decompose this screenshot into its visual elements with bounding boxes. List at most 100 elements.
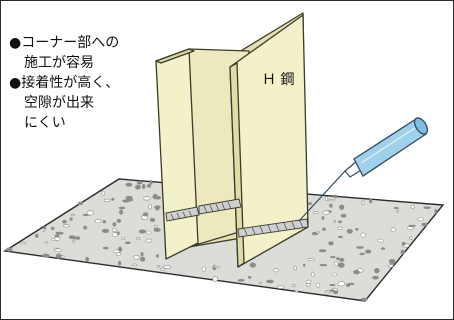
concrete-speck bbox=[359, 252, 365, 256]
concrete-speck bbox=[153, 224, 158, 228]
concrete-speck bbox=[83, 225, 88, 230]
concrete-speck bbox=[294, 289, 299, 293]
concrete-speck bbox=[62, 219, 67, 224]
concrete-speck bbox=[340, 213, 347, 218]
concrete-speck bbox=[324, 196, 329, 201]
concrete-speck bbox=[406, 226, 414, 230]
concrete-speck bbox=[390, 227, 396, 232]
concrete-speck bbox=[410, 205, 415, 209]
concrete-speck bbox=[19, 241, 27, 245]
concrete-speck bbox=[329, 283, 336, 287]
concrete-speck bbox=[409, 236, 413, 240]
concrete-speck bbox=[149, 180, 153, 185]
concrete-speck bbox=[155, 208, 160, 211]
concrete-speck bbox=[149, 217, 156, 222]
concrete-speck bbox=[355, 227, 359, 231]
concrete-speck bbox=[72, 239, 75, 243]
concrete-speck bbox=[321, 216, 325, 220]
concrete-speck bbox=[387, 264, 394, 268]
sealant-bead-web bbox=[198, 198, 242, 215]
cartridge-highlight bbox=[360, 127, 416, 164]
concrete-speck bbox=[153, 227, 161, 232]
concrete-speck bbox=[116, 218, 122, 223]
concrete-speck bbox=[163, 264, 171, 269]
concrete-speck bbox=[311, 271, 315, 278]
concrete-speck bbox=[140, 252, 144, 257]
concrete-speck bbox=[142, 212, 149, 217]
concrete-speck bbox=[333, 220, 337, 224]
concrete-speck bbox=[291, 284, 296, 287]
concrete-speck bbox=[125, 195, 133, 200]
concrete-speck bbox=[201, 266, 207, 272]
concrete-speck bbox=[247, 275, 252, 279]
concrete-speck bbox=[134, 184, 141, 190]
concrete-speck bbox=[336, 257, 340, 261]
concrete-speck bbox=[101, 190, 106, 197]
concrete-speck bbox=[112, 227, 117, 233]
concrete-speck bbox=[293, 265, 297, 271]
concrete-speck bbox=[146, 230, 152, 235]
concrete-speck bbox=[138, 229, 146, 234]
feature-notes: ●コーナー部への 施工が容易 ●接着性が高く、 空隙が出来 にくい bbox=[9, 33, 119, 133]
concrete-speck bbox=[360, 232, 366, 238]
concrete-speck bbox=[361, 200, 365, 205]
concrete-speck bbox=[266, 279, 274, 284]
concrete-speck bbox=[328, 241, 334, 246]
concrete-speck bbox=[272, 268, 279, 273]
concrete-speck bbox=[157, 265, 161, 268]
sealant-bead-left bbox=[165, 206, 200, 222]
concrete-speck bbox=[111, 197, 115, 201]
sealant-hatch bbox=[170, 201, 304, 236]
sealant-bead-right bbox=[237, 218, 309, 238]
concrete-speck bbox=[328, 199, 335, 202]
cartridge-tube bbox=[353, 118, 427, 177]
concrete-speck bbox=[42, 228, 46, 233]
concrete-speck bbox=[339, 257, 345, 262]
concrete-speck bbox=[125, 182, 133, 187]
concrete-speck bbox=[102, 220, 107, 224]
concrete-speck bbox=[122, 199, 130, 203]
concrete-speck bbox=[42, 253, 50, 258]
concrete-speck bbox=[44, 241, 49, 244]
cartridge-nozzle-line bbox=[298, 170, 346, 222]
concrete-speck bbox=[118, 206, 126, 210]
concrete-speck bbox=[337, 281, 346, 287]
concrete-speck bbox=[339, 204, 345, 210]
concrete-speck bbox=[5, 247, 13, 252]
concrete-speck bbox=[143, 196, 151, 201]
concrete-speck bbox=[346, 229, 353, 234]
concrete-speck bbox=[302, 263, 306, 267]
concrete-speck bbox=[307, 258, 315, 262]
sealant-bead bbox=[165, 198, 309, 238]
concrete-speck bbox=[360, 297, 368, 302]
concrete-speck bbox=[155, 196, 162, 200]
concrete-speck bbox=[337, 262, 345, 268]
concrete-speck bbox=[77, 201, 84, 205]
concrete-speck bbox=[117, 260, 122, 266]
concrete-speck bbox=[401, 241, 406, 246]
h-beam-left-flange-top bbox=[155, 48, 195, 64]
concrete-speck bbox=[396, 210, 400, 213]
concrete-speck bbox=[434, 208, 438, 214]
concrete-speck bbox=[333, 261, 339, 267]
concrete-speck bbox=[423, 206, 431, 209]
concrete-speck bbox=[318, 249, 327, 253]
concrete-speck bbox=[389, 259, 396, 265]
h-beam bbox=[155, 12, 309, 268]
concrete-speck bbox=[331, 272, 337, 277]
concrete-speck bbox=[249, 262, 256, 268]
concrete-speck bbox=[141, 183, 146, 189]
concrete-speck bbox=[315, 231, 320, 234]
concrete-speck bbox=[147, 183, 152, 188]
concrete-speck bbox=[136, 237, 141, 240]
concrete-speck bbox=[417, 217, 424, 222]
concrete-speck bbox=[400, 249, 406, 255]
concrete-speck bbox=[102, 246, 109, 250]
concrete-speck bbox=[50, 226, 55, 231]
concrete-speck bbox=[94, 219, 102, 224]
concrete-speck bbox=[212, 265, 220, 268]
concrete-speck bbox=[315, 283, 321, 288]
concrete-speck bbox=[376, 238, 384, 243]
concrete-speck bbox=[54, 248, 63, 253]
